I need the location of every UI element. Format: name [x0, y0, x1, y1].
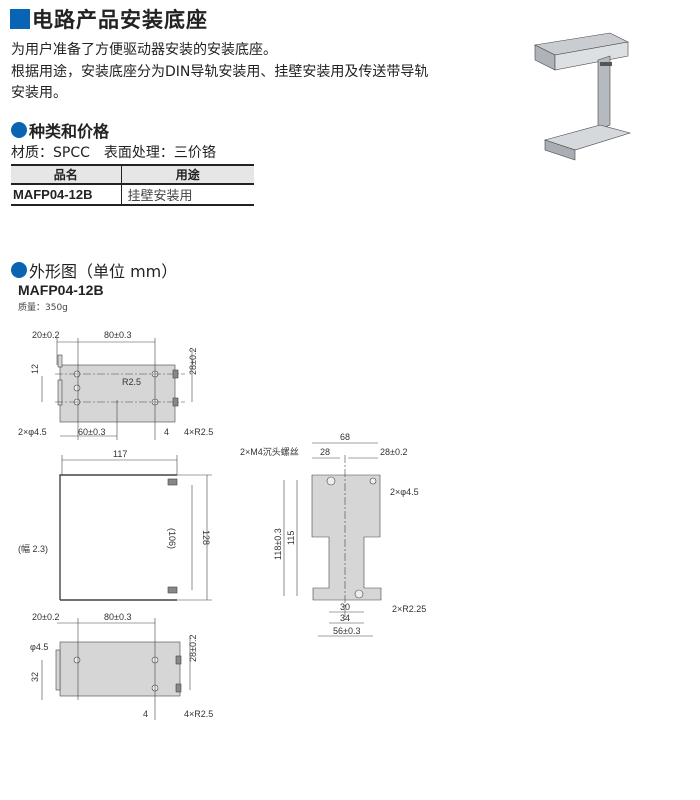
- dim-label: 2×φ4.5: [18, 427, 47, 437]
- dim-label: 128: [201, 530, 211, 545]
- dim-label: 80±0.3: [104, 330, 131, 340]
- section-heading-types: 种类和价格: [11, 118, 109, 142]
- dim-label: 12: [30, 364, 40, 374]
- product-image: [534, 32, 632, 161]
- heading-text: 外形图（单位 mm）: [29, 262, 178, 281]
- header-name: 品名: [11, 164, 121, 185]
- dim-label: φ4.5: [30, 642, 48, 652]
- dim-label: 20±0.2: [32, 330, 59, 340]
- dim-label: 28±0.2: [188, 635, 198, 662]
- drawing-front-view: 117 (106) 128 (幅 2.3): [18, 449, 212, 601]
- cell-use: 挂壁安装用: [120, 184, 254, 206]
- title-square-icon: [10, 9, 30, 29]
- bullet-icon: [11, 262, 27, 278]
- page-title: 电路产品安装底座: [10, 4, 208, 34]
- dim-label: 115: [286, 531, 296, 545]
- mass-label: 质量：350g: [18, 303, 68, 313]
- heading-text: 种类和价格: [29, 122, 110, 141]
- dim-label: 28±0.2: [380, 447, 407, 457]
- dim-label: 56±0.3: [333, 626, 360, 636]
- dim-label: 60±0.3: [78, 427, 105, 437]
- dim-label: 4×R2.5: [184, 709, 213, 719]
- dim-label: 20±0.2: [32, 612, 59, 622]
- dim-label: 2×φ4.5: [390, 487, 419, 497]
- model-name: MAFP04-12B: [18, 282, 104, 298]
- dim-label: R2.5: [122, 377, 141, 387]
- desc-line: 根据用途，安装底座分为DIN导轨安装用、挂壁安装用及传送带导轨: [11, 63, 429, 80]
- header-use: 用途: [120, 164, 254, 185]
- drawing-bottom-view: 20±0.2 80±0.3 φ4.5 32 28±0.2 4 4×R2.5: [30, 612, 213, 720]
- drawing-top-view: 20±0.2 80±0.3 12 R2.5 28±0.2 2×φ4.5 60±0…: [18, 330, 213, 440]
- drawing-side-view: 68 28 28±0.2 2×M4沉头螺丝 2×φ4.5 118±0.3 115…: [240, 432, 426, 637]
- section-heading-dims: 外形图（单位 mm）: [11, 258, 177, 282]
- title-text: 电路产品安装底座: [32, 8, 208, 32]
- dim-label: 30: [340, 602, 350, 612]
- dim-label: 28±0.2: [188, 348, 198, 375]
- desc-line: 安装用。: [11, 85, 67, 101]
- cell-product: MAFP04-12B: [11, 184, 121, 206]
- dim-label: 4: [164, 427, 169, 437]
- material-line: 材质：SPCC 表面处理：三价铬: [11, 145, 216, 161]
- bullet-icon: [11, 122, 27, 138]
- dim-label: 2×M4沉头螺丝: [240, 446, 299, 457]
- dim-label: (106): [167, 528, 177, 549]
- description: 为用户准备了方便驱动器安装的安装底座。 根据用途，安装底座分为DIN导轨安装用、…: [11, 40, 481, 105]
- dim-label: 80±0.3: [104, 612, 131, 622]
- dim-label: 34: [340, 613, 350, 623]
- dim-label: 118±0.3: [273, 528, 283, 560]
- dim-label: 2×R2.25: [392, 604, 426, 614]
- dim-label: 117: [113, 449, 127, 459]
- dim-label: 4×R2.5: [184, 427, 213, 437]
- dim-label: 4: [143, 709, 148, 719]
- dim-label: 28: [320, 447, 330, 457]
- desc-line: 为用户准备了方便驱动器安装的安装底座。: [11, 42, 277, 58]
- dim-label: 32: [30, 672, 40, 682]
- dim-label: (幅 2.3): [18, 543, 48, 554]
- dim-label: 68: [340, 432, 350, 442]
